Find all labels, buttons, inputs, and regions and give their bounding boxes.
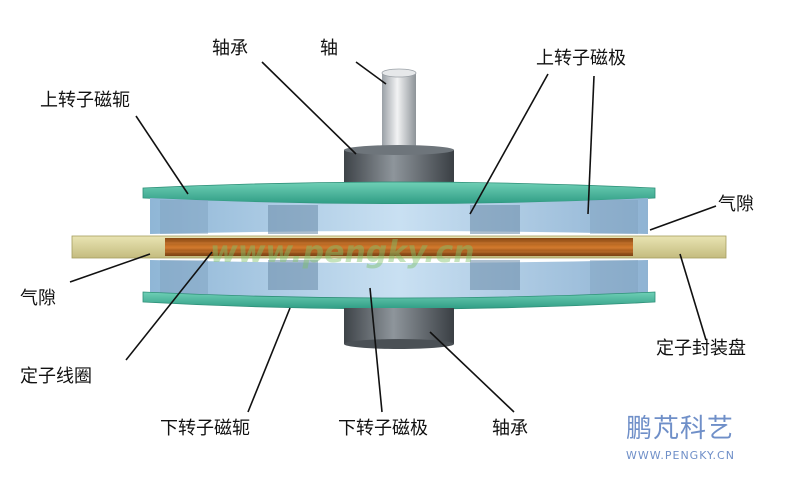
brand-name: 鹏芃科艺 bbox=[626, 414, 735, 444]
label-stator-coil: 定子线圈 bbox=[20, 366, 92, 387]
label-lower-rotor-pole: 下转子磁极 bbox=[338, 418, 428, 439]
watermark: www.pengky.cn bbox=[210, 235, 475, 270]
label-upper-rotor-yoke: 上转子磁轭 bbox=[40, 90, 130, 111]
stator-disc bbox=[71, 235, 727, 259]
label-top-bearing: 轴承 bbox=[212, 38, 248, 59]
label-air-gap-left: 气隙 bbox=[20, 288, 56, 309]
label-shaft: 轴 bbox=[320, 38, 338, 59]
upper-rotor-poles bbox=[150, 198, 648, 234]
upper-rotor-yoke bbox=[142, 181, 656, 205]
label-bottom-bearing: 轴承 bbox=[492, 418, 528, 439]
label-air-gap-right: 气隙 bbox=[718, 194, 754, 215]
label-upper-rotor-pole: 上转子磁极 bbox=[536, 48, 626, 69]
leader-lines bbox=[69, 61, 717, 413]
stator-coil bbox=[165, 238, 633, 256]
label-lower-rotor-yoke: 下转子磁轭 bbox=[160, 418, 250, 439]
label-stator-disc: 定子封装盘 bbox=[656, 338, 746, 359]
brand-url: WWW.PENGKY.CN bbox=[626, 449, 735, 462]
lower-rotor-yoke bbox=[142, 291, 656, 310]
lower-rotor-poles bbox=[150, 260, 648, 302]
shaft bbox=[381, 68, 417, 156]
bottom-bearing bbox=[344, 308, 454, 349]
